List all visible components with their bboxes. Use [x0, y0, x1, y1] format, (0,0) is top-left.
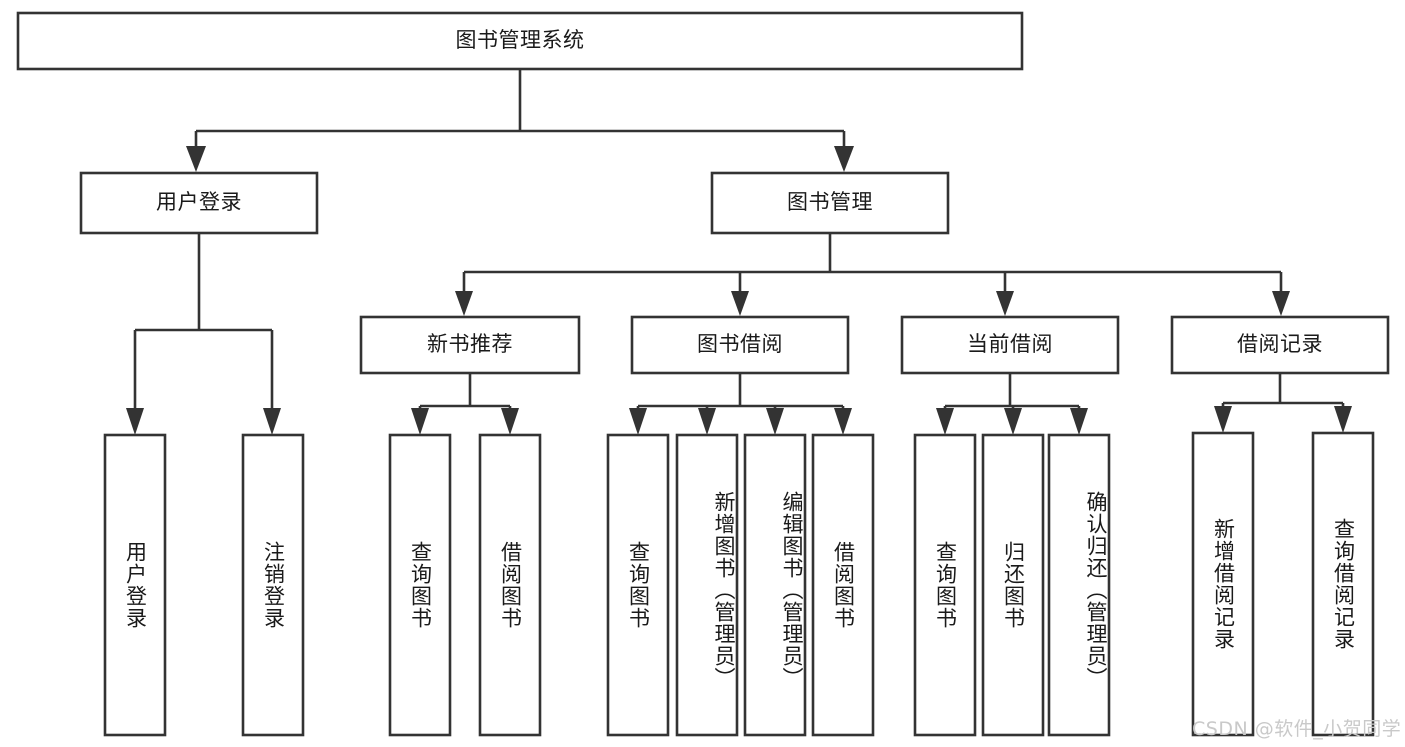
node-borrow-record[interactable] [1170, 315, 1390, 375]
csdn-watermark: CSDN @软件_小贺同学 [1192, 718, 1402, 740]
node-current-borrow[interactable] [900, 315, 1120, 375]
connector-userlogin-to-leaves [126, 233, 281, 435]
node-leaf-confirm-return[interactable] [1047, 433, 1111, 737]
node-new-book-rec[interactable] [359, 315, 581, 375]
node-leaf-add-record[interactable] [1191, 431, 1255, 737]
node-leaf-borrow-book-2[interactable] [811, 433, 875, 737]
node-book-manage[interactable] [710, 171, 950, 235]
connector-bookborrow-to-leaves [629, 373, 852, 435]
node-leaf-user-logout[interactable] [241, 433, 305, 737]
connector-root-to-level2 [186, 69, 854, 172]
node-leaf-edit-book[interactable] [743, 433, 807, 737]
connector-newbook-to-leaves [411, 373, 519, 435]
node-leaf-query-book-3[interactable] [913, 433, 977, 737]
connector-currentborrow-to-leaves [936, 373, 1088, 435]
connector-borrowrecord-to-leaves [1214, 373, 1352, 433]
node-leaf-add-book[interactable] [675, 433, 739, 737]
node-book-borrow[interactable] [630, 315, 850, 375]
node-user-login[interactable] [79, 171, 319, 235]
node-root[interactable] [16, 11, 1024, 71]
node-leaf-query-book-2[interactable] [606, 433, 670, 737]
node-leaf-user-login[interactable] [103, 433, 167, 737]
connector-bookmanage-to-level3 [455, 233, 1290, 316]
node-leaf-query-book-1[interactable] [388, 433, 452, 737]
node-leaf-return-book[interactable] [981, 433, 1045, 737]
node-leaf-borrow-book-1[interactable] [478, 433, 542, 737]
node-leaf-query-record[interactable] [1311, 431, 1375, 737]
